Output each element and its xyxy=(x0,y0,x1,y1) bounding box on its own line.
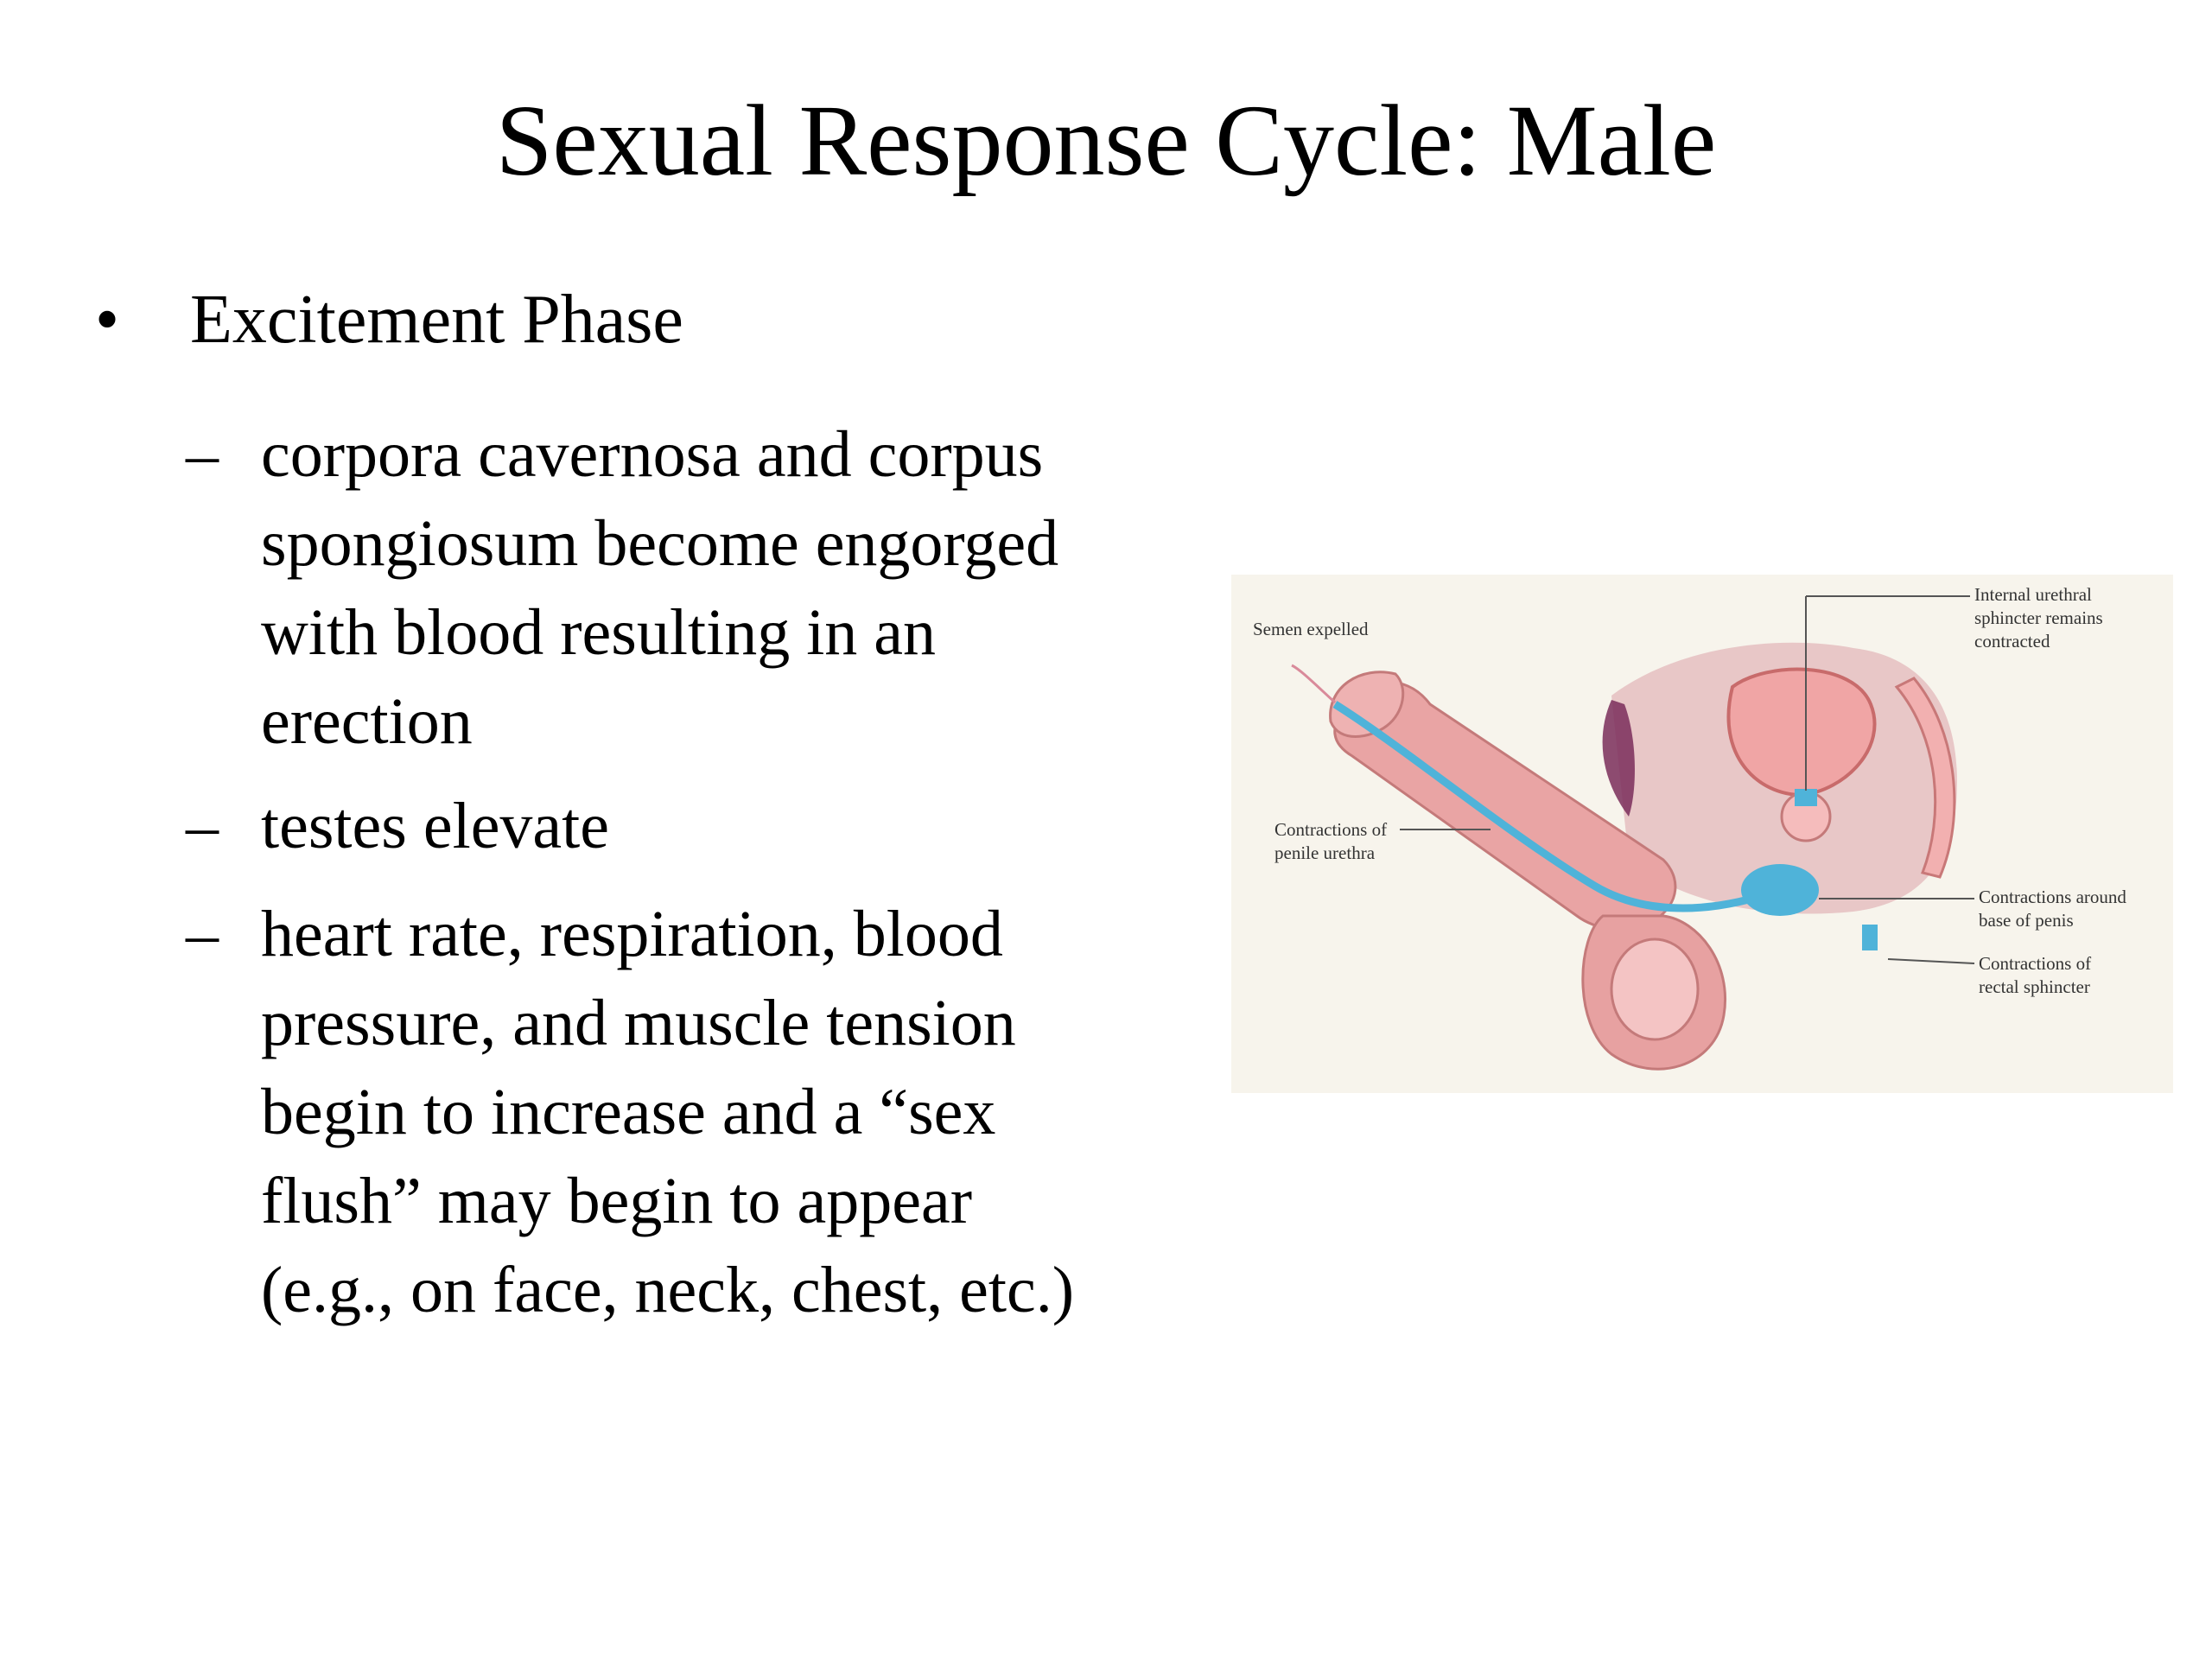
label-rectal-sphincter-2: rectal sphincter xyxy=(1979,976,2090,997)
subitem-line: begin to increase and a “sex xyxy=(261,1076,996,1148)
subitem-line: (e.g., on face, neck, chest, etc.) xyxy=(261,1254,1075,1326)
subitem-line: pressure, and muscle tension xyxy=(261,987,1016,1059)
bullet-text: Excitement Phase xyxy=(190,282,683,358)
label-base-penis-1: Contractions around xyxy=(1979,887,2126,907)
subitem-line: erection xyxy=(261,685,473,758)
label-rectal-sphincter-1: Contractions of xyxy=(1979,953,2091,974)
dash-mark: – xyxy=(186,418,219,491)
internal-sphincter xyxy=(1795,789,1817,806)
subitem-line: corpora cavernosa and corpus xyxy=(261,418,1044,491)
pubic-hair-shape xyxy=(1602,700,1635,817)
label-penile-urethra-1: Contractions of xyxy=(1274,819,1387,840)
label-internal-sphincter-1: Internal urethral xyxy=(1974,584,2092,605)
label-internal-sphincter-2: sphincter remains xyxy=(1974,607,2103,628)
urethra-path xyxy=(1332,701,1769,912)
anatomy-figure: Semen expelled Internal urethral sphinct… xyxy=(1231,575,2173,1093)
subitem-line: flush” may begin to appear xyxy=(261,1165,973,1237)
label-internal-sphincter-3: contracted xyxy=(1974,631,2050,652)
subitem-line: testes elevate xyxy=(261,790,610,862)
anatomy-illustration: Semen expelled Internal urethral sphinct… xyxy=(1231,575,2173,1093)
rectal-sphincter xyxy=(1862,925,1878,950)
bullet-mark: • xyxy=(95,282,120,358)
glans-shape xyxy=(1329,671,1405,738)
subitem-line: spongiosum become engorged xyxy=(261,507,1059,580)
testis-shape xyxy=(1610,938,1700,1041)
label-base-penis-2: base of penis xyxy=(1979,910,2074,931)
slide-title: Sexual Response Cycle: Male xyxy=(495,84,1717,197)
subitem-line: heart rate, respiration, blood xyxy=(261,898,1003,970)
dash-mark: – xyxy=(186,898,219,970)
semen-stream xyxy=(1291,664,1337,704)
label-semen-expelled: Semen expelled xyxy=(1253,619,1369,639)
leader-line xyxy=(1887,958,1975,964)
bulb-fluid xyxy=(1741,864,1819,916)
rectum-shape xyxy=(1894,677,1956,879)
dash-mark: – xyxy=(186,790,219,862)
label-penile-urethra-2: penile urethra xyxy=(1274,842,1376,863)
subitem-line: with blood resulting in an xyxy=(261,596,937,669)
